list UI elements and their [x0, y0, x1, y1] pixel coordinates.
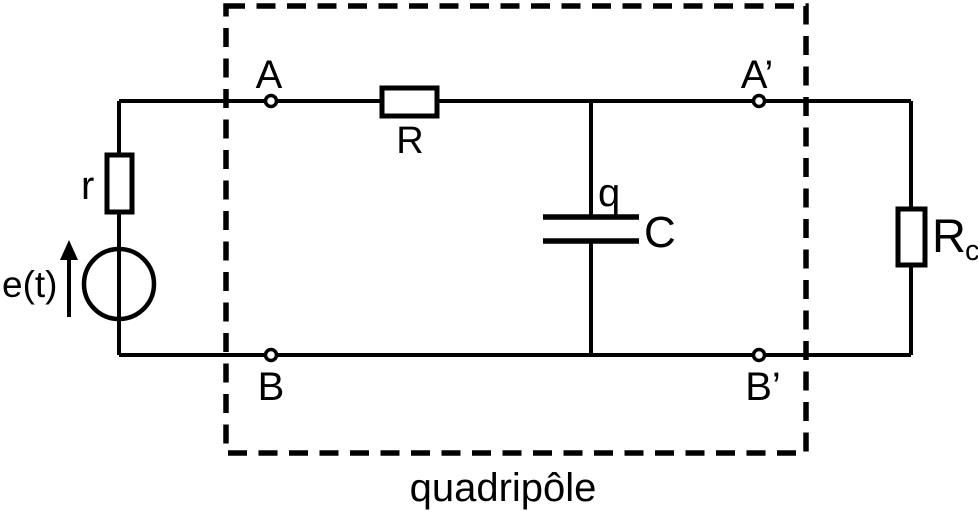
quadripole-boundary-box	[223, 3, 809, 456]
emf-label: e(t)	[2, 264, 58, 305]
resistor-Rc-subscript: c	[965, 235, 978, 267]
voltage-source-symbol	[81, 246, 157, 322]
terminal-B-prime-node	[751, 347, 767, 363]
resistor-R-symbol	[379, 85, 440, 119]
emf-arrow-head	[60, 240, 78, 260]
terminal-A-label: A	[256, 53, 283, 97]
terminal-B-node	[263, 347, 279, 363]
resistor-r-label: r	[81, 164, 94, 208]
resistor-Rc-label: R	[932, 209, 966, 262]
resistor-Rc-symbol	[895, 206, 928, 268]
figure-caption: quadripôle	[410, 466, 597, 510]
resistor-R-label: R	[396, 120, 423, 162]
resistor-r-symbol	[104, 152, 135, 215]
capacitor-label: C	[644, 208, 676, 257]
terminal-B-label: B	[258, 365, 285, 409]
terminal-A-prime-label: A’	[741, 53, 774, 97]
terminal-A-prime-node	[751, 93, 767, 109]
terminal-A-node	[263, 93, 279, 109]
capacitor-charge-label: q	[598, 171, 620, 215]
terminal-B-prime-label: B’	[745, 365, 781, 409]
